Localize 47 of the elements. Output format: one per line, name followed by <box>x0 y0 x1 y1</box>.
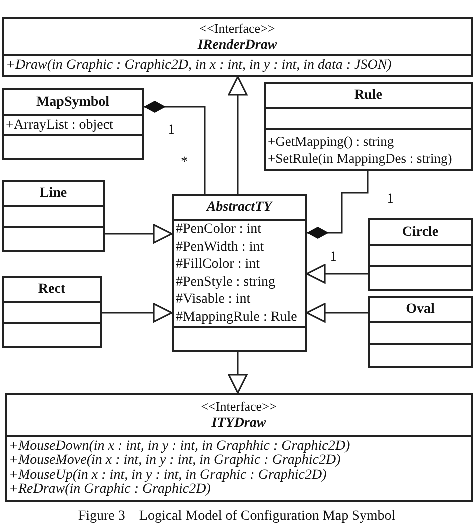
class-name: ITYDraw <box>212 415 266 432</box>
composition-connector <box>307 171 369 239</box>
class-box <box>2 276 102 348</box>
inheritance-arrow <box>105 224 173 244</box>
class-name: Rule <box>354 87 382 104</box>
class-box <box>2 17 473 77</box>
class-box <box>2 88 144 160</box>
composition-connector <box>144 101 206 194</box>
multiplicity-label: * <box>181 155 188 171</box>
class-name: Line <box>40 185 68 202</box>
class-name: Rect <box>38 281 66 298</box>
multiplicity-label: 1 <box>330 250 337 266</box>
class-box <box>172 194 307 352</box>
operation-text: +Draw(in Graphic : Graphic2D, in x : int, in y : int, in data : JSON) <box>6 57 392 74</box>
class-name: Circle <box>402 224 439 240</box>
stereotype-label: <<Interface>> <box>201 398 277 415</box>
multiplicity-label: 1 <box>168 123 175 139</box>
class-name: Oval <box>406 301 435 318</box>
operation-text: +MouseUp(in x : int, in y : int, in Graphic : Graphic2D) <box>9 468 327 483</box>
attribute-text: #PenColor : int <box>176 221 262 238</box>
inheritance-arrow <box>228 352 248 394</box>
stereotype-label: <<Interface>> <box>200 20 276 36</box>
attribute-text: #PenStyle : string <box>176 274 276 291</box>
inheritance-arrow <box>306 264 368 284</box>
operation-text: +ReDraw(in Graphic : Graphic2D) <box>9 483 211 498</box>
inheritance-arrow <box>102 303 173 323</box>
class-box <box>368 218 473 291</box>
inheritance-arrow <box>306 303 368 323</box>
attribute-text: #MappingRule : Rule <box>176 308 298 326</box>
class-name: IRenderDraw <box>198 36 278 54</box>
inheritance-arrow <box>228 76 248 194</box>
class-name: MapSymbol <box>36 94 110 110</box>
class-box <box>264 82 473 171</box>
class-box <box>5 393 473 502</box>
operation-text: +MouseMove(in x : int, in y : int, in Graphic : Graphic2D) <box>9 454 341 468</box>
class-box <box>368 296 473 368</box>
figure-caption: Figure 3 Logical Model of Configuration Map Symbol <box>77 509 397 525</box>
class-name: AbstractTY <box>206 199 272 216</box>
attribute-text: +ArrayList : object <box>6 116 114 134</box>
operation-text: +MouseDown(in x : int, in y : int, in Graphhic : Graphic2D) <box>9 440 350 454</box>
multiplicity-label: 1 <box>387 192 394 208</box>
attribute-text: #Visable : int <box>176 291 251 308</box>
class-box <box>2 180 105 252</box>
operation-text: +SetRule(in MappingDes : string) <box>268 150 452 166</box>
attribute-text: #FillColor : int <box>176 256 260 274</box>
attribute-text: #PenWidth : int <box>176 238 264 256</box>
operation-text: +GetMapping() : string <box>268 132 394 150</box>
